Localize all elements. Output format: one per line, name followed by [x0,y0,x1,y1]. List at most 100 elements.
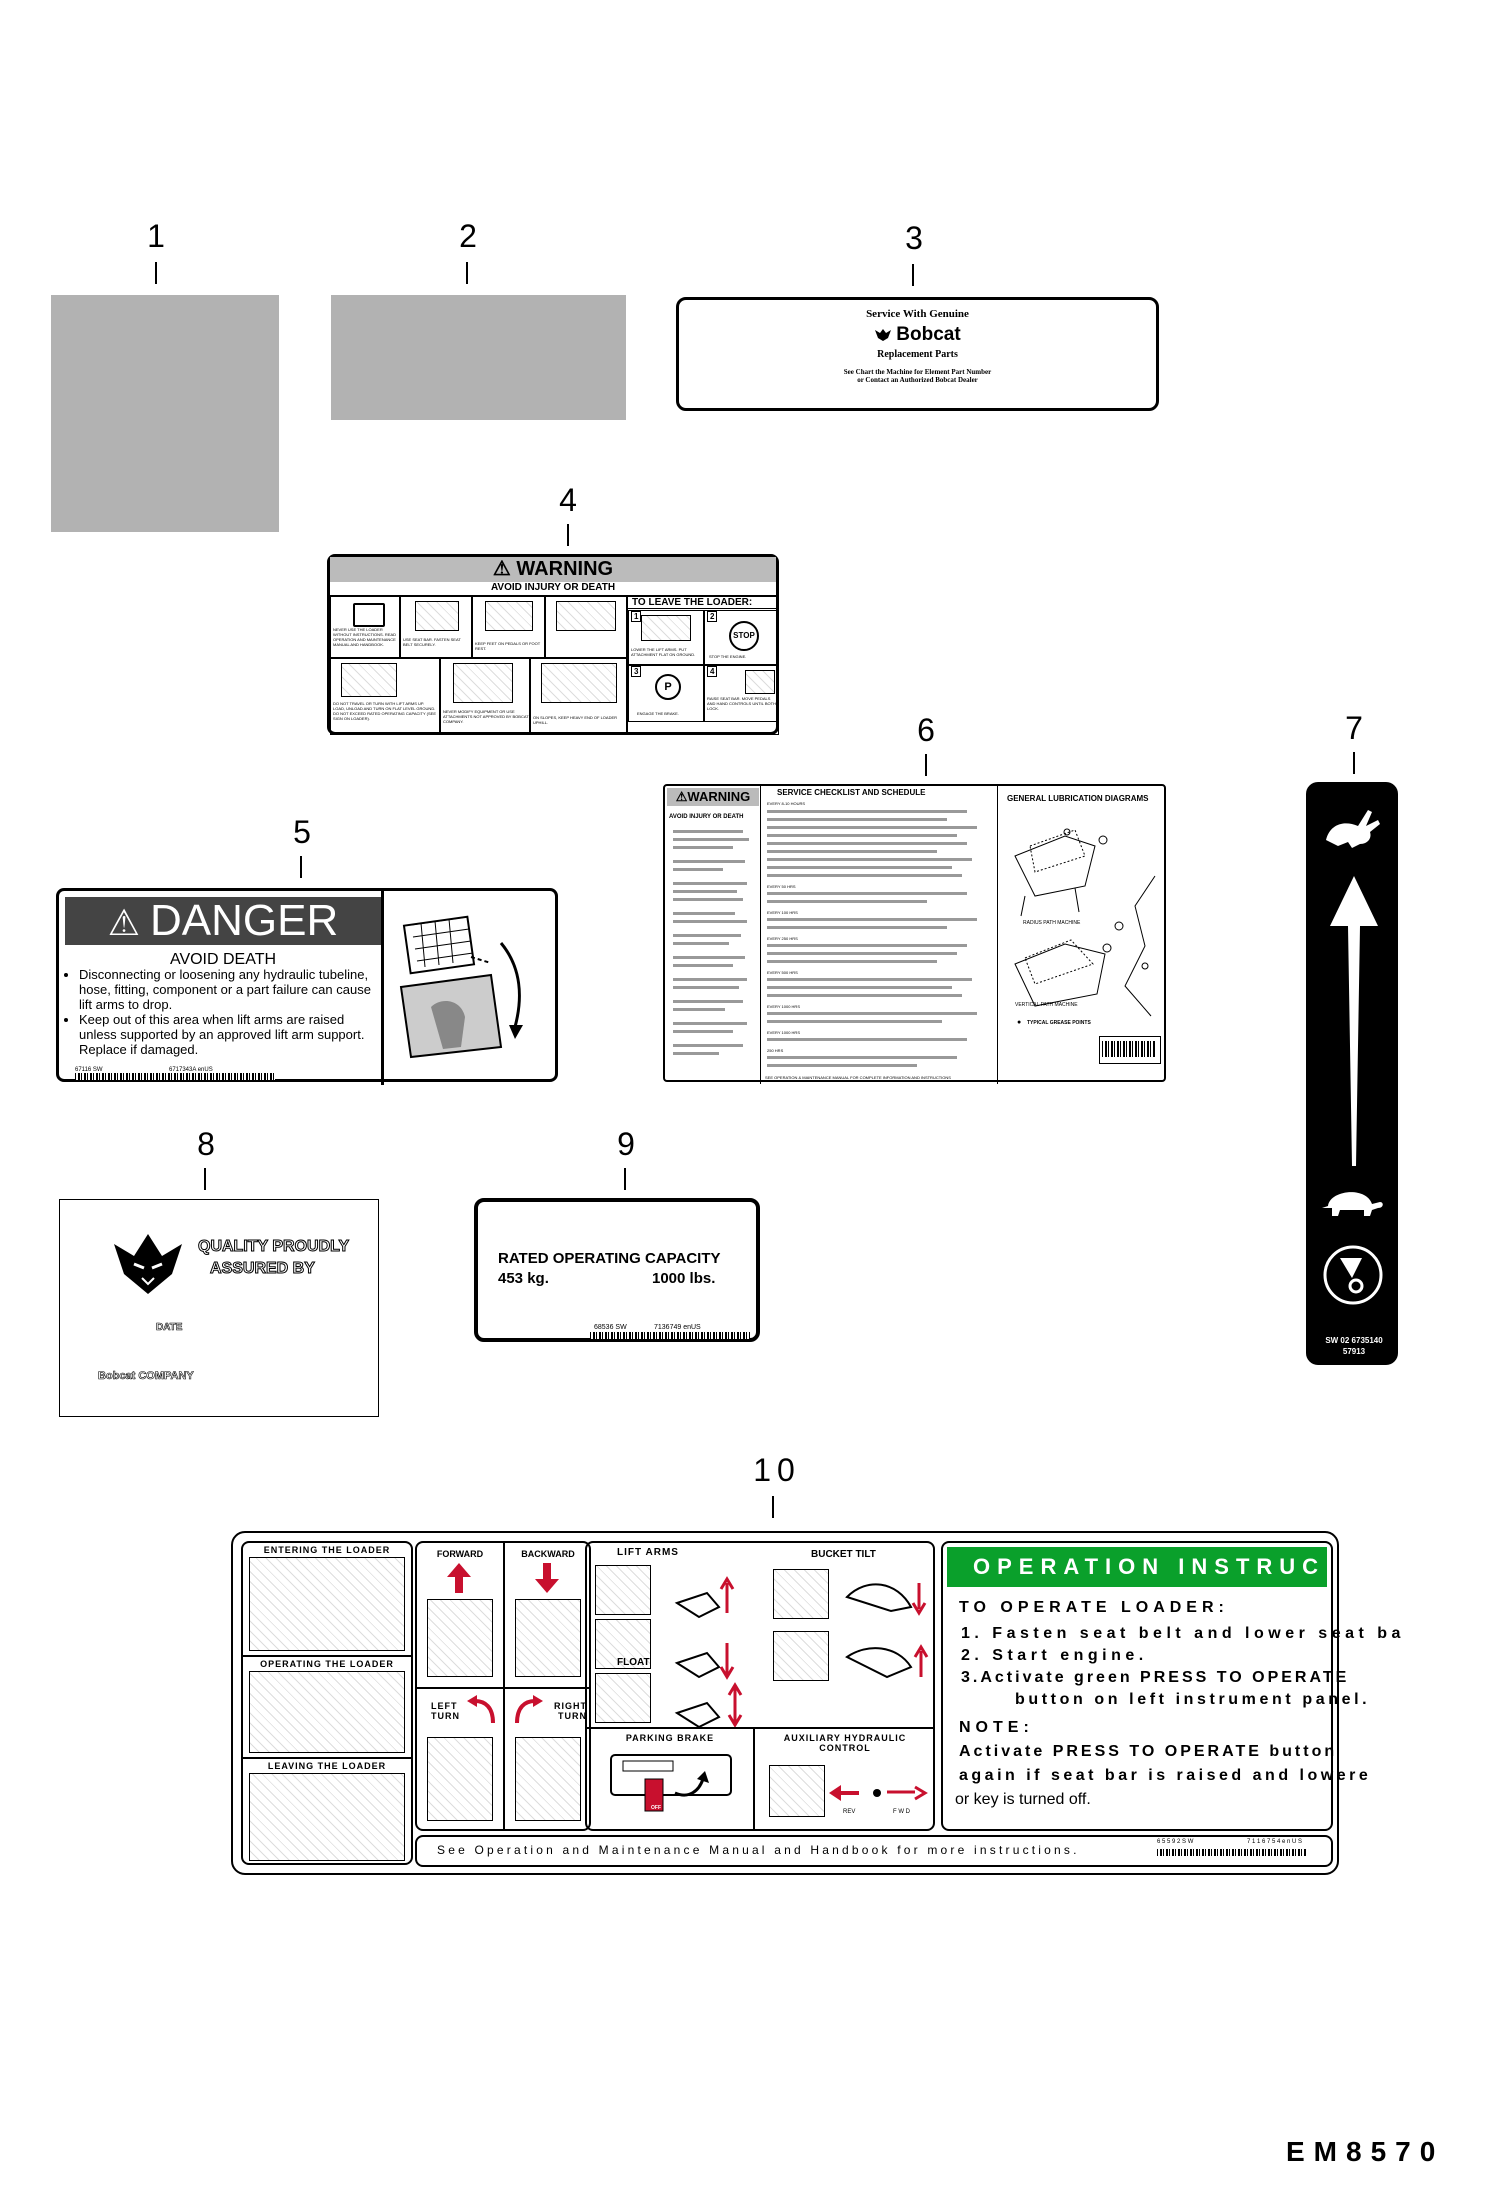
right-turn-controls-pictogram [515,1737,581,1821]
text-line [673,860,745,863]
decal-3-brand: Bobcat [896,324,961,345]
decal-4-caption-5: STOP THE ENGINE. [709,654,747,659]
leader-line [466,262,468,284]
decal-10-entry-panel: ENTERING THE LOADER OPERATING THE LOADER… [241,1541,413,1865]
decal-10-parking-brake: PARKING BRAKE [625,1733,715,1743]
decal-6-lube-title: GENERAL LUBRICATION DIAGRAMS [1007,794,1149,803]
decal-3-genuine-parts: Service With Genuine Bobcat Replacement … [676,297,1159,411]
drawing-code: EM8570 [1286,2136,1445,2167]
decal-10-code-1: 6 5 5 9 2 S W [1157,1839,1194,1845]
decal-10-forward: FORWARD [436,1549,484,1559]
decal-3-line1: Service With Genuine [866,308,969,320]
text-line [673,898,743,901]
text-line [673,890,737,893]
decal-10-drive-panel: FORWARD BACKWARD LEFT TURN RIGHT TURN [415,1541,591,1831]
decal-5-barcode [75,1073,275,1080]
leader-line [155,262,157,284]
bucket-motion-icon [837,1567,931,1697]
decal-4-caption-2: USE SEAT BAR. FASTEN SEAT BELT SECURELY. [403,637,461,647]
text-line [673,1000,743,1003]
decal-9-title: RATED OPERATING CAPACITY [498,1250,721,1267]
text-line [673,1022,747,1025]
decal-7-speed-indicator: SW 02 6735140 57913 [1306,782,1398,1365]
drive-divider-v [503,1543,505,1829]
text-line [767,1038,967,1041]
decal-4-cell-3: KEEP FEET ON PEDALS OR FOOT REST. [472,596,545,658]
forward-arrow-icon [447,1563,471,1593]
decal-4-cell-6: ON SLOPES, KEEP HEAVY END OF LOADER UPHI… [530,658,627,735]
decal-4-caption-3: KEEP FEET ON PEDALS OR FOOT REST. [475,641,541,651]
decal-4-caption-7: NEVER MODIFY EQUIPMENT OR USE ATTACHMENT… [443,709,529,724]
decal-9-kg: 453 kg. [498,1270,549,1287]
decal-6-checklist-title: SERVICE CHECKLIST AND SCHEDULE [777,788,926,797]
drive-divider-h [417,1687,589,1689]
lube-diagram-attachment [1105,866,1165,1026]
text-line [673,838,749,841]
operating-loader-pictogram [249,1671,405,1753]
text-line [673,1008,725,1011]
decal-10-note-2: again if seat bar is raised and lowere [959,1767,1372,1784]
seat-belt-pictogram [415,601,459,631]
text-line [767,866,952,869]
text-line [673,978,747,981]
decal-8-date: DATE [156,1322,183,1334]
decal-6-hours-3: EVERY 100 HRS [767,910,798,915]
decal-10-operation: ENTERING THE LOADER OPERATING THE LOADER… [231,1531,1400,1875]
parking-brake-panel-icon [609,1753,733,1813]
step-number: 1 [631,611,642,622]
section-divider [243,1757,411,1759]
decal-10-entering: ENTERING THE LOADER [263,1545,391,1555]
callout-8: 8 [197,1126,215,1162]
decal-6-avoid: AVOID INJURY OR DEATH [669,814,744,820]
hydraulic-divider-v [753,1727,755,1829]
warning-triangle-icon: ⚠ [492,558,517,580]
leader-line [1353,752,1355,774]
text-line [767,858,972,861]
decal-4-cell-2: USE SEAT BAR. FASTEN SEAT BELT SECURELY. [400,596,472,658]
text-line [673,920,747,923]
entering-loader-pictogram [249,1557,405,1651]
turtle-slow-icon [1320,1184,1386,1218]
decal-6-divider [760,786,761,1084]
decal-10-footer-bar: See Operation and Maintenance Manual and… [415,1835,1333,1867]
text-line [673,830,743,833]
text-line [673,956,745,959]
decal-3-brand-row: Bobcat [679,324,1156,346]
left-turn-controls-pictogram [427,1737,493,1821]
decal-10-fwd: F W D [893,1809,910,1815]
decal-7-code-2: 57913 [1342,1347,1366,1356]
text-line [673,868,723,871]
decal-6-caption-b: VERTICAL PATH MACHINE [1015,1002,1078,1008]
leader-line [925,754,927,776]
decal-4-caption-8: ON SLOPES, KEEP HEAVY END OF LOADER UPHI… [533,715,618,725]
decal-5-code-2: 6717343A enUS [169,1067,213,1073]
parking-brake-icon: P [655,674,681,700]
speed-arrow-icon [1328,876,1380,1166]
decal-4-cell-4: DO NOT TRAVEL OR TURN WITH LIFT ARMS UP.… [330,658,440,735]
leader-line [567,524,569,546]
decal-10-left-turn: LEFT TURN [431,1701,460,1721]
leaving-loader-pictogram [249,1773,405,1861]
decal-10-note-1: Activate PRESS TO OPERATE button [959,1743,1338,1760]
decal-10-leaving: LEAVING THE LOADER [267,1761,387,1771]
decal-10-note: NOTE: [959,1719,1034,1736]
text-line [767,900,927,903]
decal-10-instructions-panel: OPERATION INSTRUC TO OPERATE LOADER: 1. … [941,1541,1400,1831]
decal-10-off: OFF [651,1805,661,1811]
callout-2: 2 [459,218,477,254]
decal-6-hours-6: EVERY 1000 HRS [767,1004,800,1009]
decal-4-cell-5: NEVER MODIFY EQUIPMENT OR USE ATTACHMENT… [440,658,530,735]
text-line [767,834,957,837]
text-line [673,1030,733,1033]
text-line [767,986,952,989]
text-line [767,892,967,895]
decal-9-barcode [590,1332,750,1339]
step-number: 3 [631,666,642,677]
foot-rest-pictogram [556,601,616,631]
hydraulic-divider-h [587,1727,933,1729]
warning-triangle-icon: ⚠ [675,789,688,804]
text-line [767,1020,942,1023]
decal-1-blank [51,295,279,532]
callout-9: 9 [617,1126,635,1162]
decal-6-footer: SEE OPERATION & MAINTENANCE MANUAL FOR C… [765,1075,951,1080]
